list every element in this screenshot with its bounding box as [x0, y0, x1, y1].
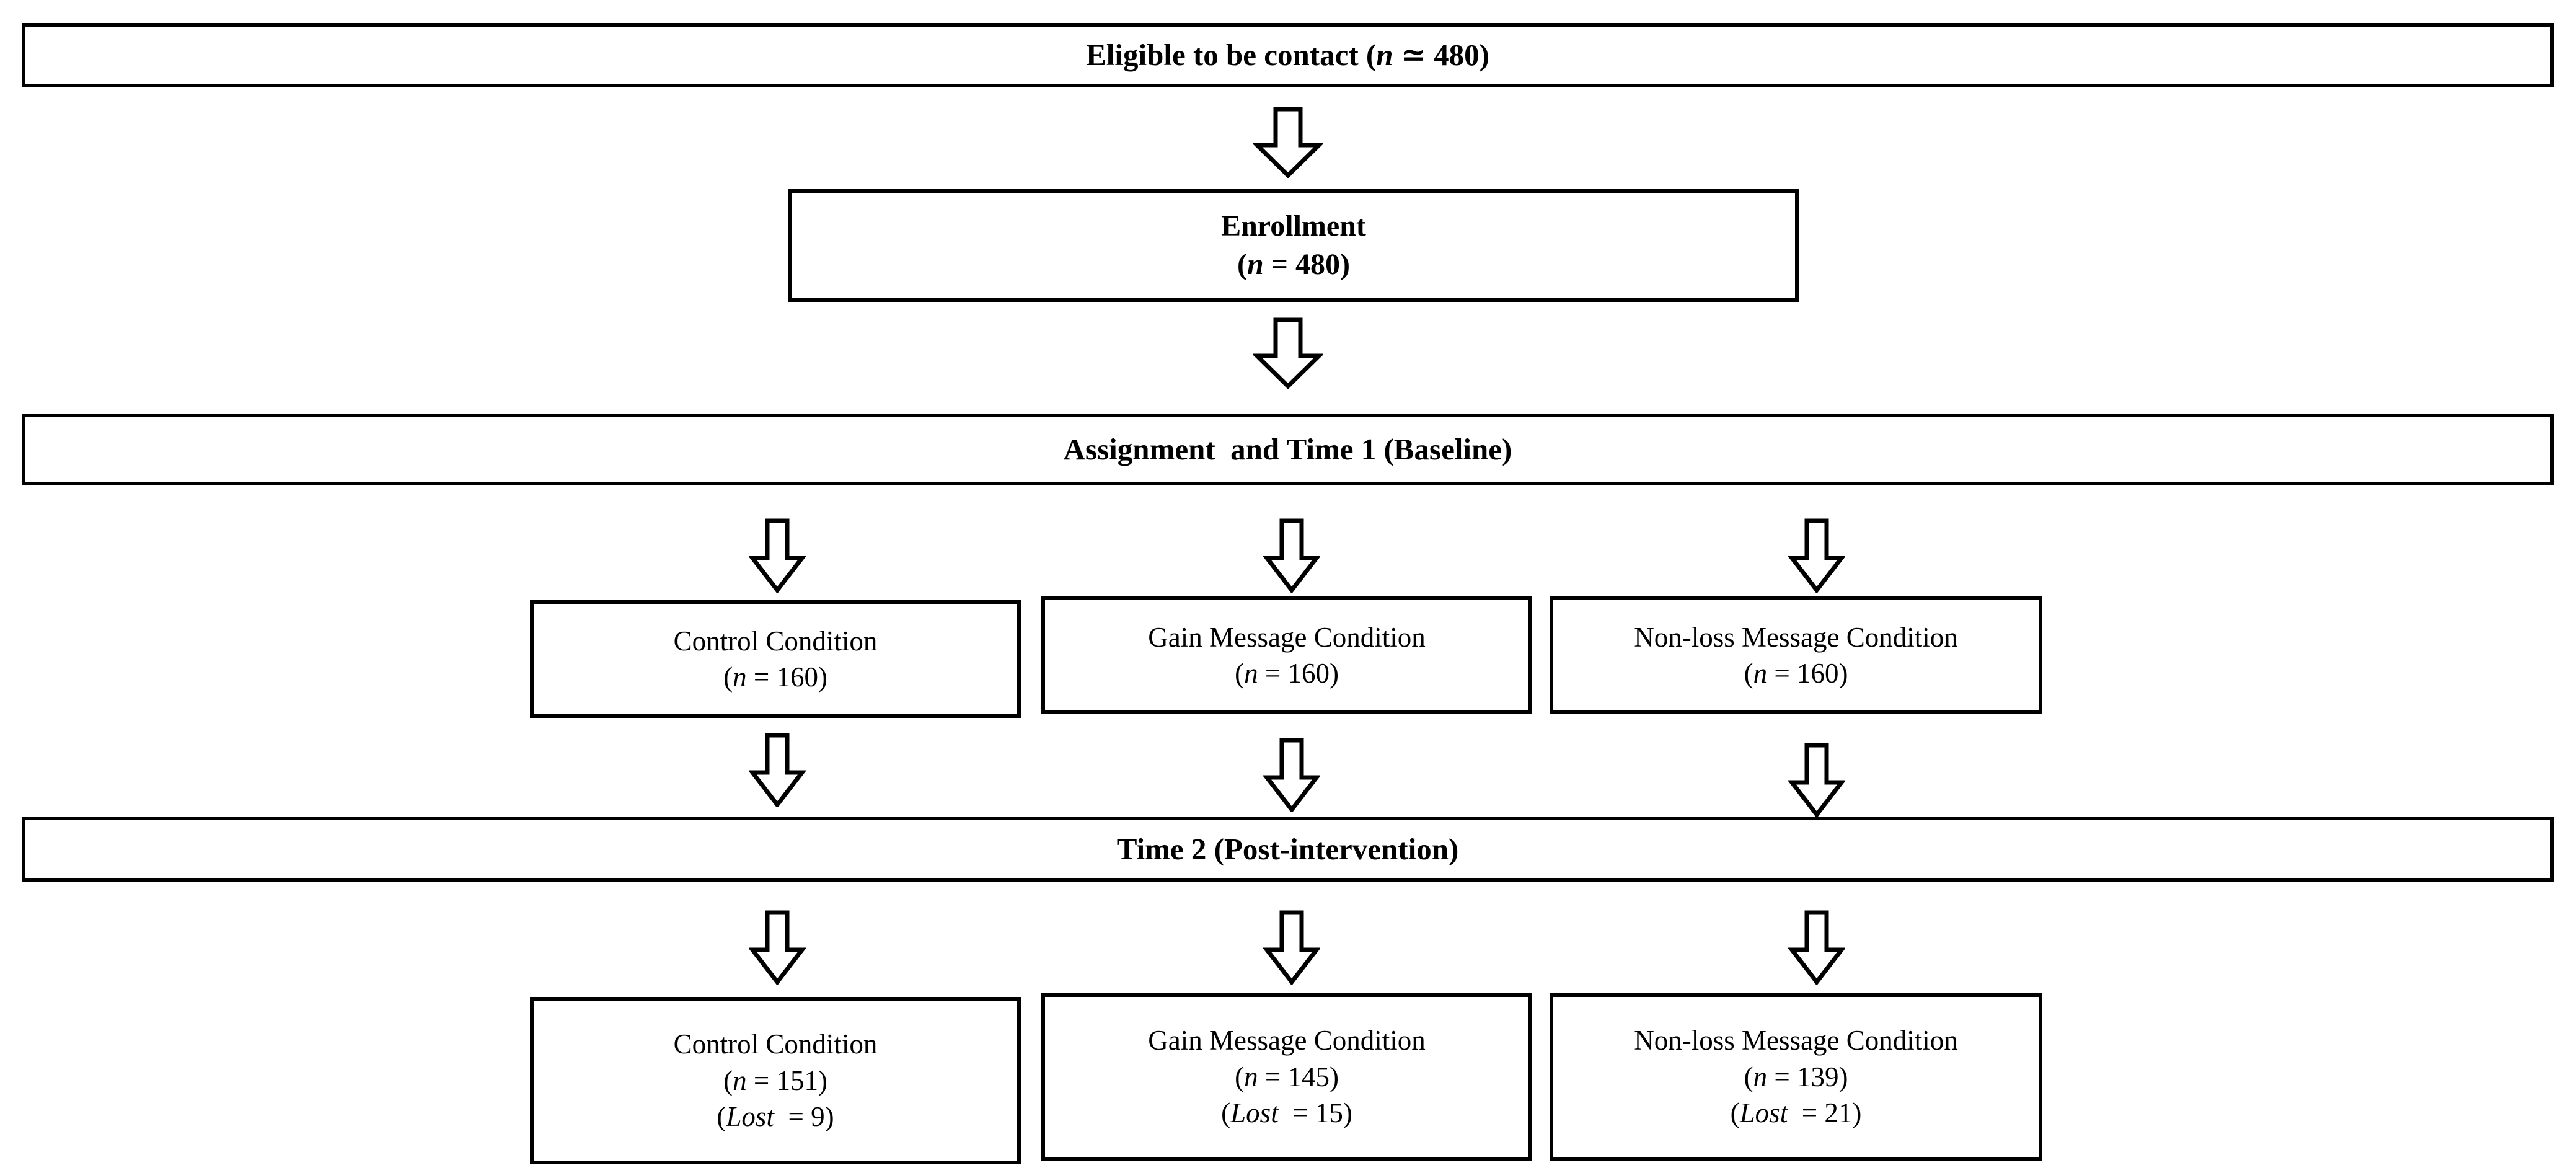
node-assignment-time1-band: Assignment and Time 1 (Baseline) — [22, 414, 2554, 485]
condition-lost: (Lost = 15) — [1221, 1097, 1352, 1129]
down-arrow-icon-8 — [1788, 743, 1845, 817]
down-arrow-icon-3 — [749, 518, 806, 593]
node-time2-gain-message-condition: Gain Message Condition (n = 145) (Lost =… — [1041, 993, 1532, 1161]
italic-n: n — [1244, 658, 1258, 689]
node-time2-label: Time 2 (Post-intervention) — [1116, 831, 1459, 866]
node-eligible-label: Eligible to be contact (n ≃ 480) — [1086, 38, 1489, 73]
down-arrow-icon-11 — [1788, 910, 1845, 985]
node-time1-control-condition: Control Condition (n = 160) — [530, 600, 1021, 718]
italic-n: n — [733, 662, 747, 693]
italic-n: n — [1244, 1061, 1258, 1092]
condition-name: Control Condition — [673, 625, 878, 657]
condition-n: (n = 160) — [1235, 658, 1339, 689]
condition-lost: (Lost = 21) — [1730, 1097, 1862, 1129]
condition-n: (n = 151) — [723, 1065, 827, 1096]
node-time2-control-condition: Control Condition (n = 151) (Lost = 9) — [530, 997, 1021, 1164]
down-arrow-icon-5 — [1788, 518, 1845, 593]
condition-name: Gain Message Condition — [1148, 1025, 1426, 1056]
italic-lost: Lost — [1230, 1097, 1279, 1129]
condition-lost: (Lost = 9) — [717, 1101, 834, 1133]
down-arrow-icon-2 — [1253, 317, 1323, 389]
italic-n: n — [1753, 1061, 1768, 1092]
italic-n: n — [1246, 248, 1264, 281]
condition-name: Control Condition — [673, 1029, 878, 1060]
node-assignment-label: Assignment and Time 1 (Baseline) — [1063, 432, 1512, 467]
node-eligible-to-be-contact: Eligible to be contact (n ≃ 480) — [22, 23, 2554, 87]
node-enrollment-title: Enrollment — [1221, 209, 1366, 242]
condition-n: (n = 145) — [1235, 1061, 1339, 1092]
italic-n: n — [733, 1065, 747, 1096]
down-arrow-icon-1 — [1253, 107, 1323, 178]
condition-n: (n = 139) — [1744, 1061, 1848, 1092]
node-time1-nonloss-message-condition: Non-loss Message Condition (n = 160) — [1550, 596, 2042, 714]
node-time2-band: Time 2 (Post-intervention) — [22, 817, 2554, 882]
italic-n: n — [1376, 38, 1393, 73]
condition-name: Non-loss Message Condition — [1634, 621, 1958, 653]
node-time2-nonloss-message-condition: Non-loss Message Condition (n = 139) (Lo… — [1550, 993, 2042, 1161]
down-arrow-icon-4 — [1263, 518, 1320, 593]
italic-lost: Lost — [726, 1101, 774, 1133]
down-arrow-icon-6 — [749, 733, 806, 807]
condition-n: (n = 160) — [723, 662, 827, 693]
down-arrow-icon-10 — [1263, 910, 1320, 985]
condition-name: Non-loss Message Condition — [1634, 1025, 1958, 1056]
condition-n: (n = 160) — [1744, 658, 1848, 689]
condition-name: Gain Message Condition — [1148, 621, 1426, 653]
node-enrollment: Enrollment (n = 480) — [788, 189, 1799, 302]
italic-n: n — [1753, 658, 1768, 689]
down-arrow-icon-7 — [1263, 738, 1320, 812]
node-enrollment-n: (n = 480) — [1237, 248, 1351, 281]
node-time1-gain-message-condition: Gain Message Condition (n = 160) — [1041, 596, 1532, 714]
italic-lost: Lost — [1739, 1097, 1788, 1129]
down-arrow-icon-9 — [749, 910, 806, 985]
